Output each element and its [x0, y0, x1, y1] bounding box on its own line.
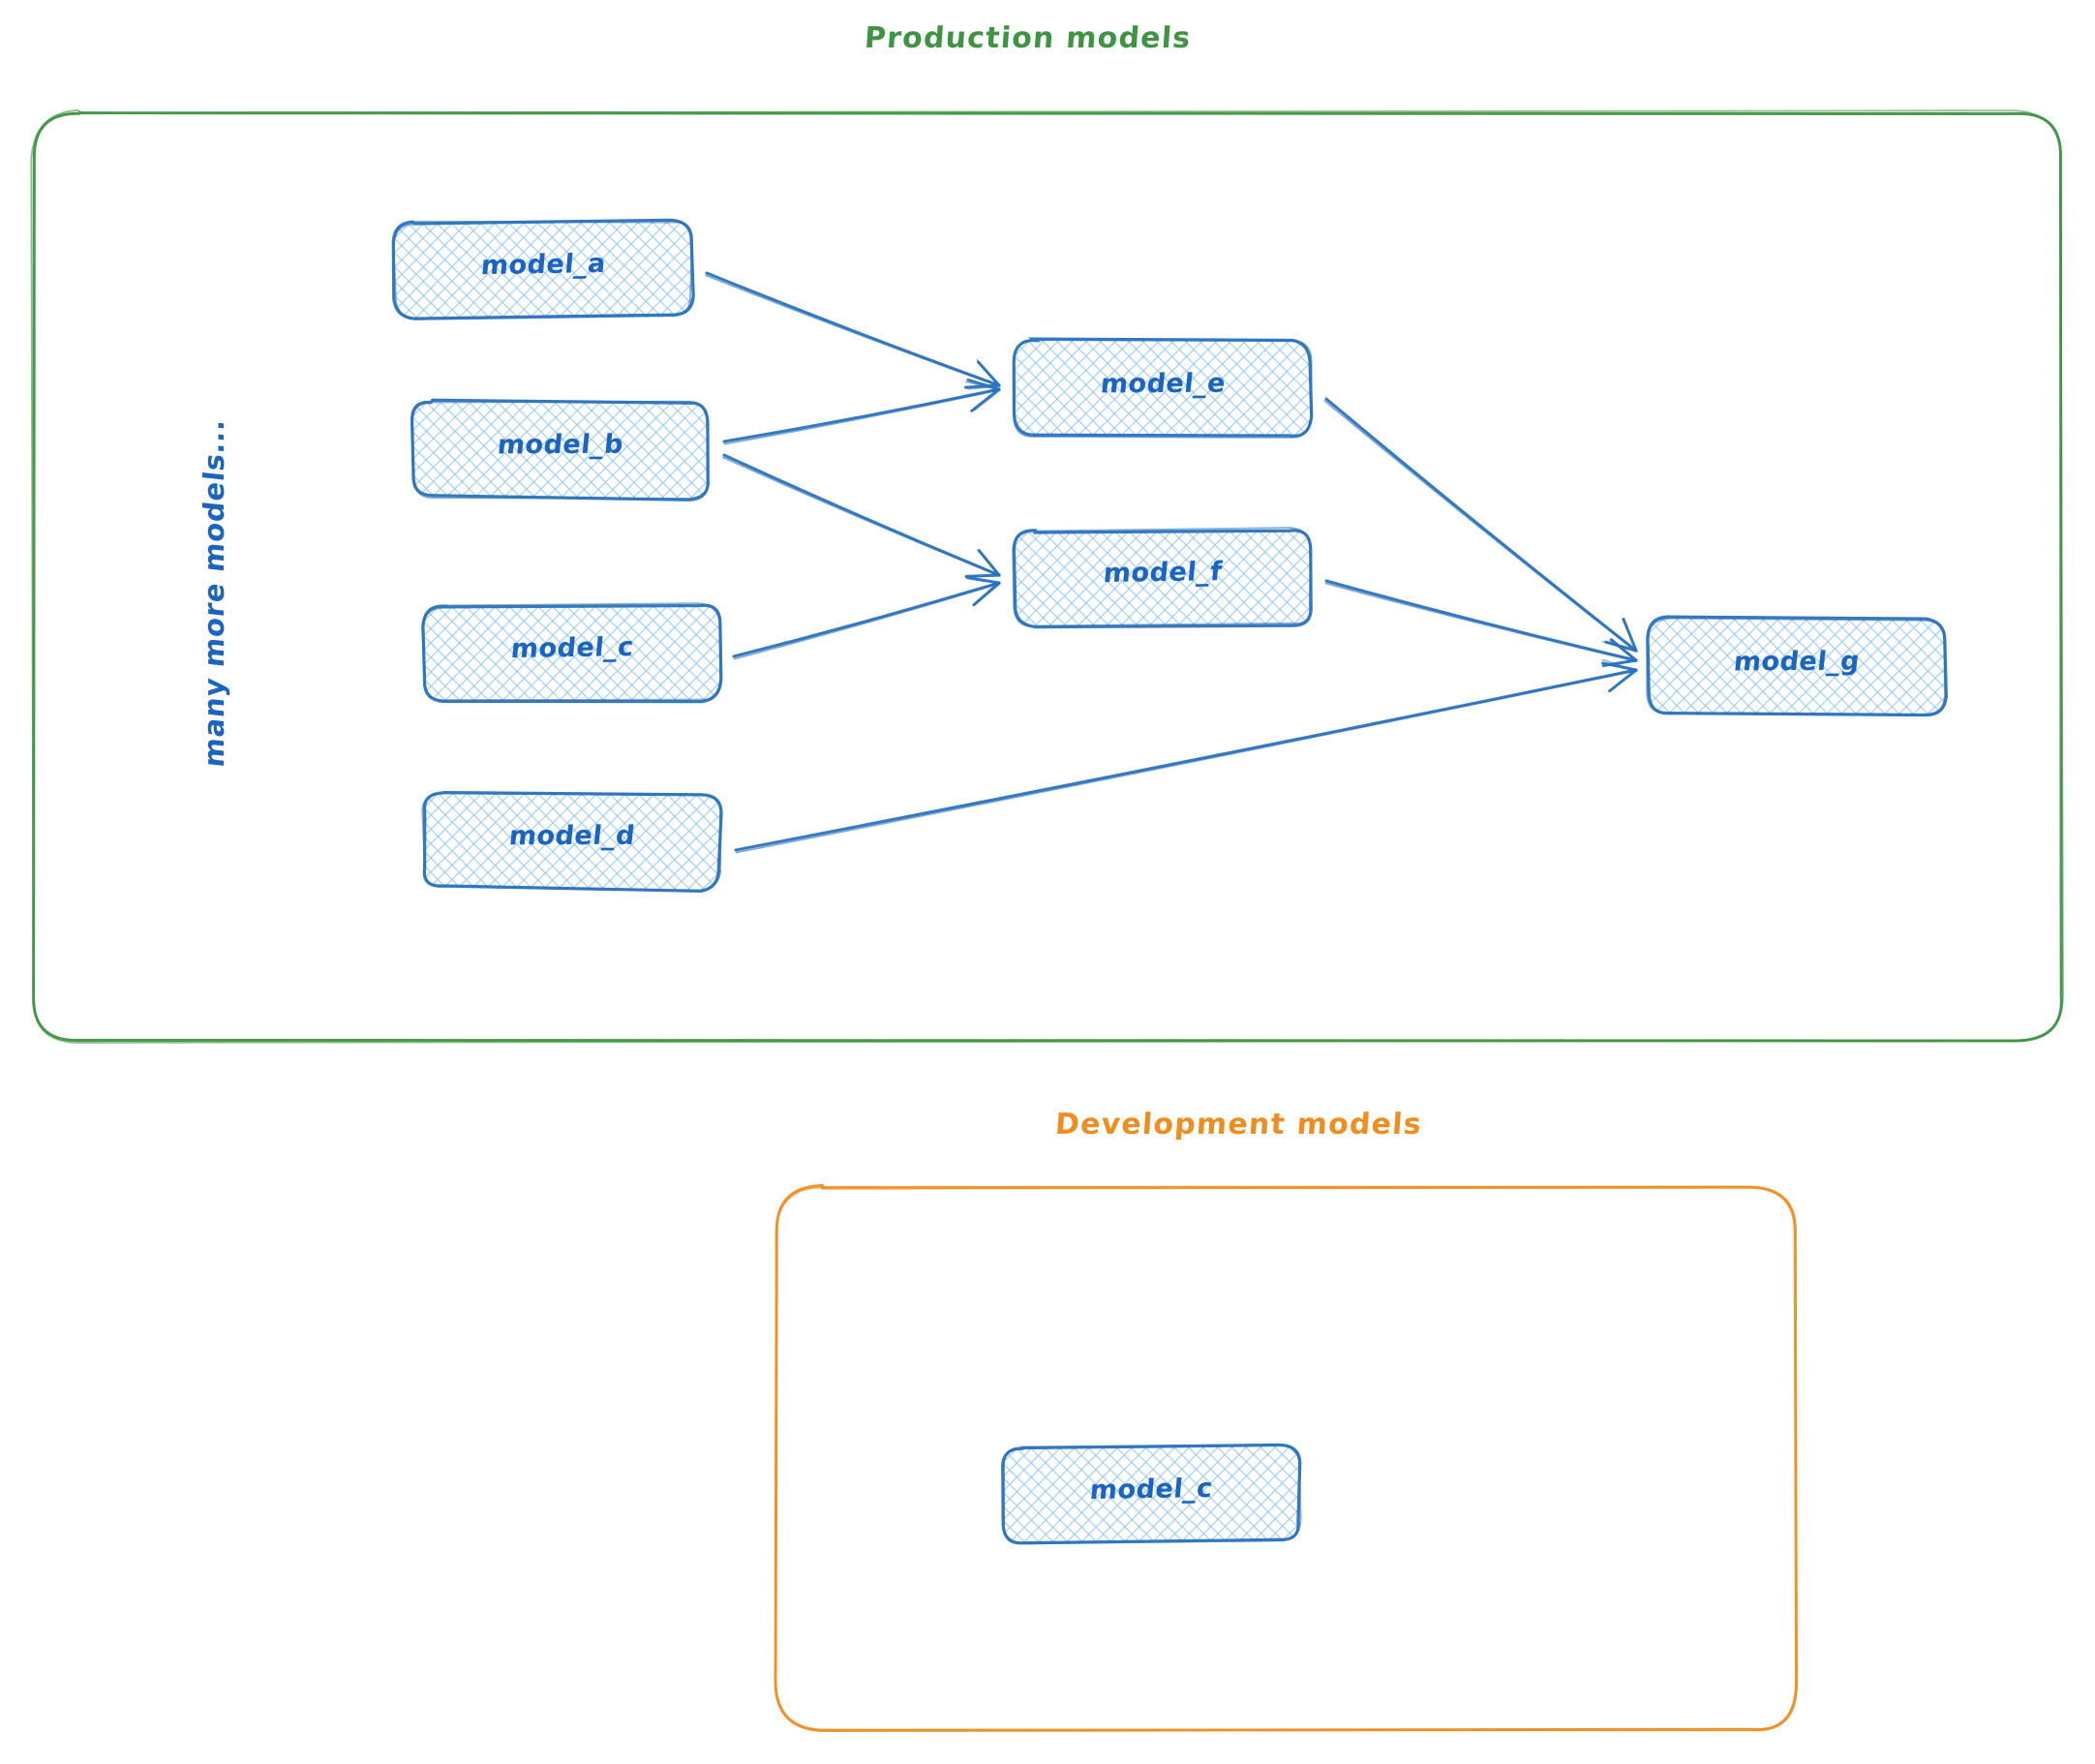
group-development-models: [772, 1181, 1803, 1732]
production-group-border: [30, 108, 2064, 1044]
node-model-g[interactable]: model_g: [1641, 611, 1954, 717]
node-label-model-c-development: model_c: [1088, 1473, 1214, 1506]
node-label-model-g: model_g: [1732, 646, 1862, 678]
node-model-c-development[interactable]: model_c: [995, 1439, 1308, 1545]
development-group-border: [774, 1183, 1798, 1732]
node-model-d[interactable]: model_d: [416, 785, 729, 894]
many-more-models-note: many more models...: [197, 416, 230, 769]
node-label-model-a: model_a: [479, 248, 607, 282]
node-label-model-d: model_d: [507, 820, 637, 852]
node-label-model-b: model_b: [496, 429, 625, 461]
node-label-model-e: model_e: [1098, 368, 1228, 400]
node-label-model-f: model_f: [1102, 557, 1224, 589]
node-model-a[interactable]: model_a: [387, 214, 700, 320]
node-model-c-production[interactable]: model_c: [416, 597, 729, 704]
node-model-f[interactable]: model_f: [1007, 522, 1320, 629]
production-group-title: Production models: [863, 21, 1193, 55]
development-group-title: Development models: [1053, 1108, 1423, 1141]
group-production-models: [27, 106, 2068, 1044]
node-model-b[interactable]: model_b: [405, 394, 717, 502]
node-model-e[interactable]: model_e: [1007, 333, 1320, 439]
node-label-model-c-production: model_c: [509, 631, 635, 665]
